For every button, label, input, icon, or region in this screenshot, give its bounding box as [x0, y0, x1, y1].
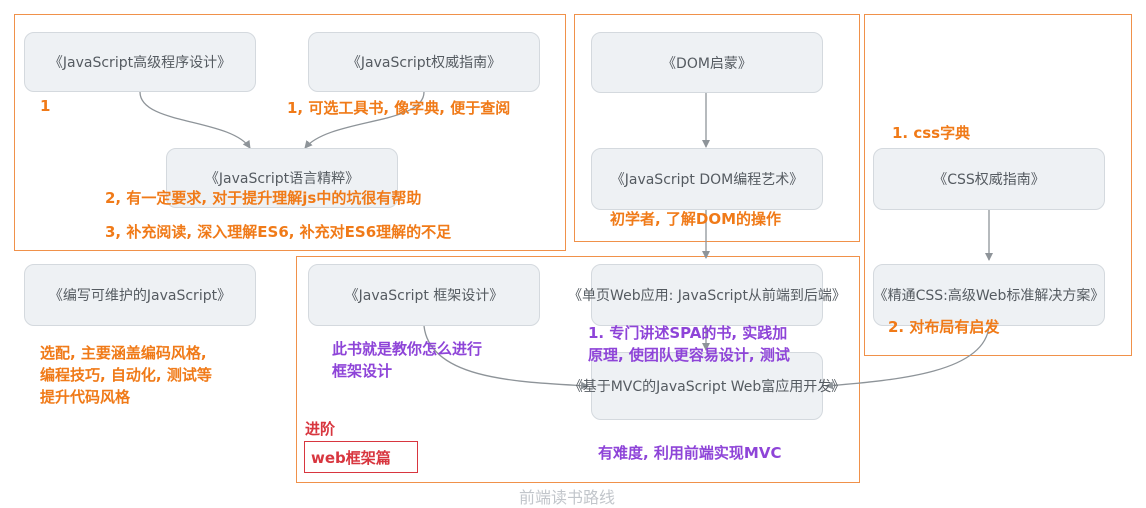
css-group-frame [864, 14, 1132, 356]
note-spa-line-2: 原理, 使团队更容易设计, 测试 [588, 346, 790, 364]
diagram-caption: 前端读书路线 [519, 488, 616, 507]
advanced-group-frame [296, 256, 860, 483]
reading-roadmap-diagram: 《JavaScript高级程序设计》 《JavaScript权威指南》 《DOM… [14, 14, 1132, 507]
book-js-good-parts[interactable]: 《JavaScript语言精粹》 [166, 148, 398, 208]
note-framework-line-1: 此书就是教你怎么进行 [332, 340, 483, 358]
book-js-good-parts-label: 《JavaScript语言精粹》 [204, 171, 360, 187]
book-mastering-css[interactable]: 《精通CSS:高级Web标准解决方案》 [873, 264, 1105, 326]
arrow-definitive-to-good-parts [304, 91, 425, 149]
book-spa-label: 《单页Web应用: JavaScript从前端到后端》 [568, 288, 846, 304]
note-reference-book: 1, 可选工具书, 像字典, 便于查阅 [287, 99, 511, 117]
web-framework-badge: web框架篇 [304, 441, 418, 473]
book-mvc[interactable]: 《基于MVC的JavaScript Web富应用开发》 [569, 352, 845, 420]
connector-arrows [139, 91, 993, 390]
book-js-definitive-label: 《JavaScript权威指南》 [346, 55, 502, 71]
book-mvc-label: 《基于MVC的JavaScript Web富应用开发》 [568, 379, 846, 395]
arrow-mastering-css-to-mvc [825, 325, 990, 390]
book-js-framework-label: 《JavaScript 框架设计》 [344, 288, 504, 304]
note-good-parts: 2, 有一定要求, 对于提升理解js中的坑很有帮助 [105, 189, 422, 207]
book-js-framework[interactable]: 《JavaScript 框架设计》 [308, 264, 540, 326]
note-maintainable-line-3: 提升代码风格 [40, 388, 131, 406]
arrow-js-pro-to-good-parts [139, 91, 251, 149]
js-basics-group-frame [14, 14, 566, 251]
note-css-dictionary: 1. css字典 [892, 124, 971, 142]
book-spa[interactable]: 《单页Web应用: JavaScript从前端到后端》 [568, 264, 846, 326]
note-layout: 2. 对布局有启发 [888, 318, 1000, 336]
book-dom-enlightenment[interactable]: 《DOM启蒙》 [591, 32, 823, 93]
arrow-framework-to-mvc [423, 325, 589, 390]
note-maintainable: 选配, 主要涵盖编码风格, 编程技巧, 自动化, 测试等 提升代码风格 [40, 342, 212, 408]
note-mvc: 有难度, 利用前端实现MVC [598, 444, 782, 462]
note-spa: 1. 专门讲述SPA的书, 实践加 原理, 使团队更容易设计, 测试 [588, 322, 790, 366]
book-js-definitive[interactable]: 《JavaScript权威指南》 [308, 32, 540, 92]
book-maintainable-js[interactable]: 《编写可维护的JavaScript》 [24, 264, 256, 326]
book-mastering-css-label: 《精通CSS:高级Web标准解决方案》 [873, 288, 1105, 304]
note-framework-line-2: 框架设计 [332, 362, 393, 380]
note-maintainable-line-1: 选配, 主要涵盖编码风格, [40, 344, 207, 362]
book-dom-scripting[interactable]: 《JavaScript DOM编程艺术》 [591, 148, 823, 210]
book-dom-enlightenment-label: 《DOM启蒙》 [662, 55, 752, 72]
book-js-pro[interactable]: 《JavaScript高级程序设计》 [24, 32, 256, 92]
note-maintainable-line-2: 编程技巧, 自动化, 测试等 [40, 366, 212, 384]
note-framework: 此书就是教你怎么进行 框架设计 [332, 338, 482, 382]
note-spa-line-1: 1. 专门讲述SPA的书, 实践加 [588, 324, 788, 342]
book-dom-scripting-label: 《JavaScript DOM编程艺术》 [610, 172, 804, 188]
book-css-definitive[interactable]: 《CSS权威指南》 [873, 148, 1105, 210]
dom-group-frame [574, 14, 860, 242]
book-css-definitive-label: 《CSS权威指南》 [933, 172, 1045, 188]
book-maintainable-js-label: 《编写可维护的JavaScript》 [48, 288, 232, 304]
note-one: 1 [40, 97, 51, 115]
note-es6: 3, 补充阅读, 深入理解ES6, 补充对ES6理解的不足 [105, 223, 452, 241]
note-beginner: 初学者, 了解DOM的操作 [610, 210, 782, 228]
book-js-pro-label: 《JavaScript高级程序设计》 [48, 55, 232, 71]
advanced-label: 进阶 [305, 420, 336, 438]
